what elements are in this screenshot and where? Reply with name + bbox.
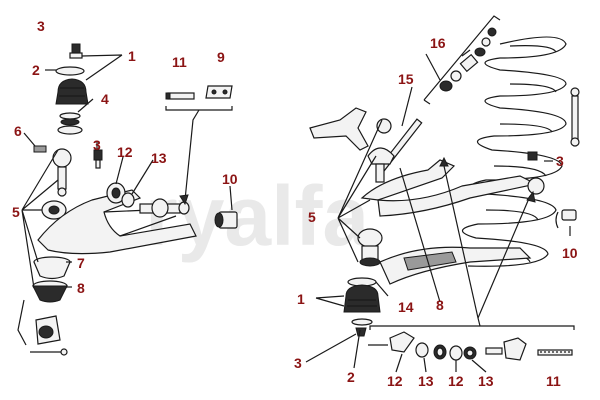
callout-left-4: 4 [101,91,109,107]
left-leader-lines [21,54,233,289]
callout-right-12b: 12 [448,373,464,389]
callout-right-12a: 12 [387,373,403,389]
callout-right-1: 1 [297,291,305,307]
right-lower-arm [379,246,532,285]
callout-left-13: 13 [151,150,167,166]
right-vertical-rod [570,87,580,147]
left-lower-joint [17,299,68,356]
callout-left-9: 9 [217,49,225,65]
callout-right-13a: 13 [418,373,434,389]
callout-left-6: 6 [14,123,22,139]
left-washer-13 [121,192,135,208]
callout-right-15: 15 [398,71,414,87]
callout-left-11: 11 [172,54,187,70]
right-leader-lines [305,53,571,373]
left-small-screw [33,145,47,153]
left-ball-joint [52,148,72,197]
callout-left-2: 2 [32,62,40,78]
left-washer [55,66,85,76]
right-bottom-row [368,325,575,361]
left-rubber-boot [55,78,89,105]
right-parts-16 [423,15,501,105]
left-bushing [41,200,67,220]
left-inner-shaft [139,198,190,218]
right-bushings-5 [357,228,383,267]
right-bracket-arrows [439,156,536,327]
callout-right-16: 16 [430,35,446,51]
callout-left-1: 1 [128,48,136,64]
callout-left-10: 10 [222,171,238,187]
left-rod-11 [165,92,195,100]
right-bush-10 [555,209,577,229]
right-upper-wishbone [360,159,545,217]
left-ring-stack [57,112,83,135]
right-coil-spring [461,36,567,267]
callouts-left: 3 1 2 4 6 3 5 12 13 11 9 10 7 8 [12,18,238,296]
callout-right-3b: 3 [294,355,302,371]
left-assembly [17,43,238,356]
left-plate-9 [205,85,233,99]
callouts-right: 16 15 3 5 10 8 1 14 3 2 12 13 12 13 11 [294,35,578,389]
callout-right-11: 11 [546,373,561,389]
callout-right-2: 2 [347,369,355,385]
callout-right-5: 5 [308,209,316,225]
callout-right-13b: 13 [478,373,494,389]
right-rubber-boot [343,277,381,337]
watermark: ryalfa [145,169,370,263]
callout-right-10: 10 [562,245,578,261]
callout-right-8: 8 [436,297,444,313]
right-assembly [305,15,580,373]
left-cup-8 [32,280,68,303]
right-upper-joint [367,147,395,183]
left-arrow-head [179,194,189,206]
callout-left-12: 12 [117,144,133,160]
callout-left-3: 3 [37,18,45,34]
left-bolt-3 [93,149,103,169]
left-bush-10 [214,211,238,229]
callout-left-5: 5 [12,204,20,220]
right-nut-3 [527,151,538,161]
left-cup-7 [33,256,71,280]
callout-left-3b: 3 [93,137,101,153]
callout-left-8: 8 [77,280,85,296]
callout-right-14: 14 [398,299,414,315]
callout-left-7: 7 [77,255,85,271]
callout-right-3: 3 [556,153,564,169]
left-grease-nipple [69,43,83,59]
right-knuckle [309,107,392,151]
